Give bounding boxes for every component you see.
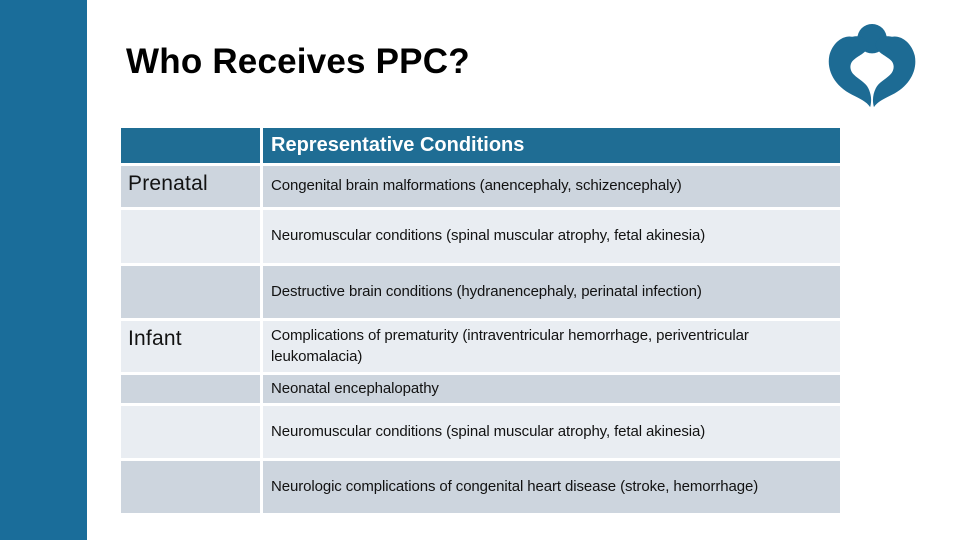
row-condition: Neuromuscular conditions (spinal muscula… <box>263 406 840 459</box>
table-row: Destructive brain conditions (hydranence… <box>121 266 840 318</box>
logo-left-hand <box>828 36 872 108</box>
table-row: Neuromuscular conditions (spinal muscula… <box>121 210 840 263</box>
row-condition: Congenital brain malformations (anenceph… <box>263 166 840 207</box>
row-condition: Complications of prematurity (intraventr… <box>263 321 840 372</box>
row-condition: Neonatal encephalopathy <box>263 375 840 404</box>
table-row: Neurologic complications of congenital h… <box>121 461 840 514</box>
row-group-label <box>121 210 260 263</box>
table-header-row: Representative Conditions <box>121 128 840 163</box>
row-group-label <box>121 406 260 459</box>
table-row: Prenatal Congenital brain malformations … <box>121 166 840 207</box>
row-condition: Neuromuscular conditions (spinal muscula… <box>263 210 840 263</box>
row-group-label: Prenatal <box>121 166 260 207</box>
row-group-label: Infant <box>121 321 260 372</box>
row-condition: Neurologic complications of congenital h… <box>263 461 840 514</box>
conditions-table: Representative Conditions Prenatal Conge… <box>121 128 840 516</box>
row-group-label <box>121 375 260 404</box>
caring-hands-logo-icon <box>828 23 916 108</box>
table-header-label-cell <box>121 128 260 163</box>
row-group-label <box>121 461 260 514</box>
table-header-conditions-cell: Representative Conditions <box>263 128 840 163</box>
table-row: Infant Complications of prematurity (int… <box>121 321 840 372</box>
table-row: Neuromuscular conditions (spinal muscula… <box>121 406 840 459</box>
table-row: Neonatal encephalopathy <box>121 375 840 404</box>
row-condition: Destructive brain conditions (hydranence… <box>263 266 840 318</box>
slide-accent-sidebar <box>0 0 87 540</box>
page-title: Who Receives PPC? <box>126 42 470 81</box>
logo-right-hand <box>872 36 916 108</box>
row-group-label <box>121 266 260 318</box>
